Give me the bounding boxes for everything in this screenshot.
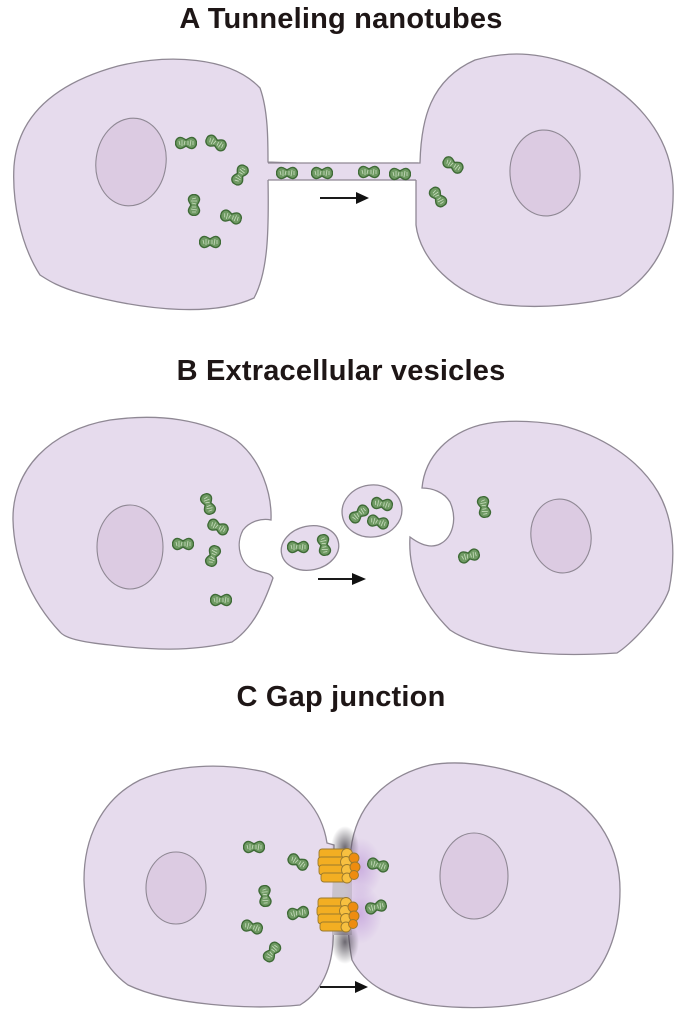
nucleus-c-right (439, 832, 509, 920)
connexon-channel-lower (316, 897, 360, 933)
nanotube-a (266, 163, 418, 180)
panel-c-title: C Gap junction (236, 681, 446, 713)
panel-b-extracellular-vesicles (12, 416, 674, 656)
panel-b-title: B Extracellular vesicles (176, 355, 506, 387)
panel-a-title: A Tunneling nanotubes (179, 3, 503, 35)
nucleus-c-left (145, 851, 207, 925)
nucleus-b-left (96, 504, 164, 590)
connexon-channel-upper (317, 848, 361, 884)
panel-a-tunneling-nanotubes (13, 53, 674, 311)
nucleus-a-left (95, 117, 167, 207)
nucleus-a-right (509, 129, 581, 217)
cell-c-left (83, 765, 335, 1008)
transfer-arrow-b (318, 573, 366, 585)
transfer-arrow-c (320, 981, 368, 993)
vesicle-small (280, 525, 340, 571)
transfer-arrow-a (320, 192, 369, 204)
vesicle-large (341, 484, 403, 538)
nucleus-b-right (530, 498, 592, 574)
panel-c-gap-junction (83, 762, 621, 1009)
